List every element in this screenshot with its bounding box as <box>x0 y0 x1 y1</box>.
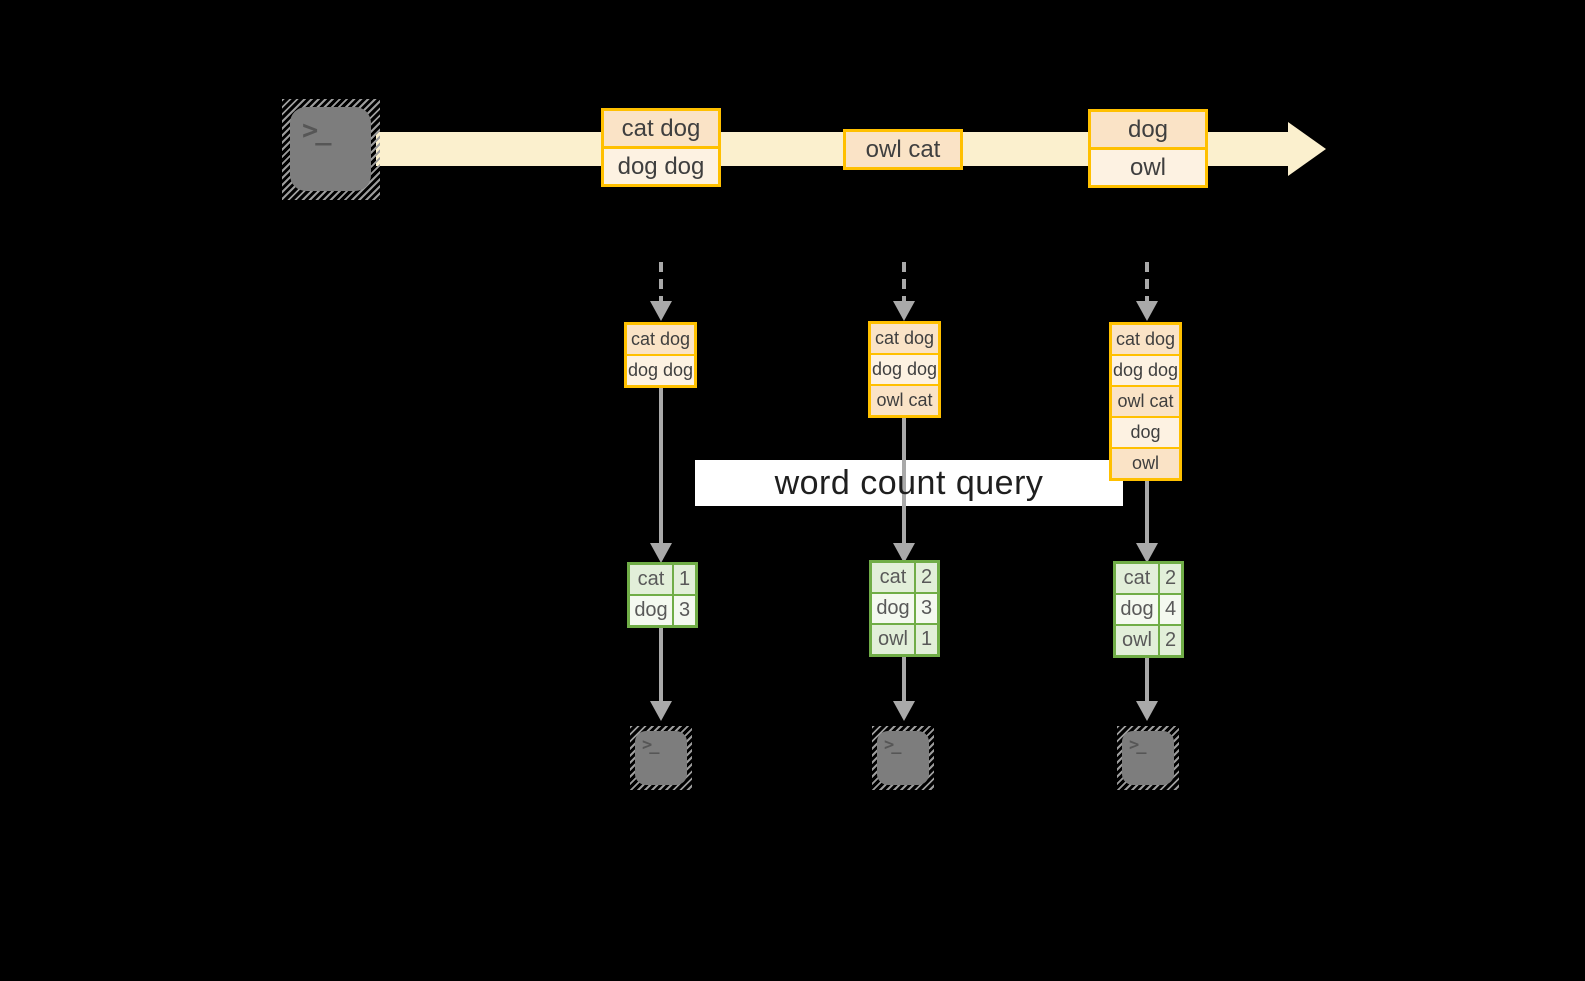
terminal-icon-body: >_ <box>1122 731 1174 785</box>
count-row: dog 3 <box>872 594 937 623</box>
output-arrow-line <box>902 657 906 702</box>
count-value: 4 <box>1160 595 1181 624</box>
count-row: owl 1 <box>872 625 937 654</box>
terminal-prompt-glyph: >_ <box>1129 735 1147 755</box>
dashed-arrow-line <box>659 262 663 302</box>
stream-event-text: dog <box>1091 112 1205 147</box>
terminal-prompt-glyph: >_ <box>642 735 660 755</box>
count-word: dog <box>1116 595 1158 624</box>
count-value: 2 <box>1160 626 1181 655</box>
count-table-3: cat 2 dog 4 owl 2 <box>1113 561 1184 658</box>
count-row: dog 3 <box>630 596 695 625</box>
sink-terminal-icon-2: >_ <box>872 726 934 790</box>
count-table-1: cat 1 dog 3 <box>627 562 698 628</box>
stream-event-text: dog dog <box>604 149 718 184</box>
input-buffer-box-2: cat dog dog dog owl cat <box>868 321 941 418</box>
query-arrow-head-icon <box>650 543 672 563</box>
count-table-2: cat 2 dog 3 owl 1 <box>869 560 940 657</box>
buffer-row: dog dog <box>1112 356 1179 385</box>
buffer-row: cat dog <box>1112 325 1179 354</box>
terminal-icon-body: >_ <box>877 731 929 785</box>
output-arrow-head-icon <box>893 701 915 721</box>
output-arrow-line <box>659 628 663 702</box>
count-word: cat <box>630 565 672 594</box>
dashed-arrow-line <box>902 262 906 302</box>
output-arrow-head-icon <box>650 701 672 721</box>
query-arrow-line <box>902 416 906 544</box>
count-value: 3 <box>916 594 937 623</box>
dashed-arrow-head-icon <box>1136 301 1158 321</box>
terminal-icon-body: >_ <box>290 107 371 191</box>
query-arrow-head-icon <box>1136 543 1158 563</box>
output-arrow-head-icon <box>1136 701 1158 721</box>
buffer-row: cat dog <box>871 324 938 353</box>
query-label-box: word count query <box>695 460 1123 506</box>
dashed-arrow-head-icon <box>893 301 915 321</box>
buffer-row: dog <box>1112 418 1179 447</box>
buffer-row: dog dog <box>871 355 938 384</box>
dashed-arrow-head-icon <box>650 301 672 321</box>
count-word: dog <box>630 596 672 625</box>
sink-terminal-icon-3: >_ <box>1117 726 1179 790</box>
output-arrow-line <box>1145 658 1149 702</box>
buffer-row: owl cat <box>1112 387 1179 416</box>
input-buffer-box-3: cat dog dog dog owl cat dog owl <box>1109 322 1182 481</box>
query-arrow-line <box>659 384 663 544</box>
stream-event-box-1: cat dog dog dog <box>601 108 721 187</box>
stream-event-text: owl cat <box>846 132 960 167</box>
terminal-icon-body: >_ <box>635 731 687 785</box>
terminal-prompt-glyph: >_ <box>302 115 331 146</box>
query-arrow-head-icon <box>893 543 915 563</box>
buffer-row: owl <box>1112 449 1179 478</box>
count-word: owl <box>1116 626 1158 655</box>
count-value: 3 <box>674 596 695 625</box>
query-label: word count query <box>774 463 1044 502</box>
count-row: dog 4 <box>1116 595 1181 624</box>
count-value: 1 <box>674 565 695 594</box>
count-row: cat 1 <box>630 565 695 594</box>
stream-event-text: cat dog <box>604 111 718 146</box>
buffer-row: dog dog <box>627 356 694 385</box>
count-word: cat <box>872 563 914 592</box>
count-value: 2 <box>1160 564 1181 593</box>
buffer-row: cat dog <box>627 325 694 354</box>
stream-event-text: owl <box>1091 150 1205 185</box>
dashed-arrow-line <box>1145 262 1149 302</box>
count-word: cat <box>1116 564 1158 593</box>
count-row: cat 2 <box>1116 564 1181 593</box>
stream-arrowhead-icon <box>1288 122 1326 176</box>
count-value: 2 <box>916 563 937 592</box>
count-word: dog <box>872 594 914 623</box>
stream-event-box-2: owl cat <box>843 129 963 170</box>
count-row: cat 2 <box>872 563 937 592</box>
input-buffer-box-1: cat dog dog dog <box>624 322 697 388</box>
count-word: owl <box>872 625 914 654</box>
sink-terminal-icon-1: >_ <box>630 726 692 790</box>
buffer-row: owl cat <box>871 386 938 415</box>
query-arrow-line <box>1145 479 1149 544</box>
source-terminal-icon: >_ <box>282 99 380 200</box>
count-value: 1 <box>916 625 937 654</box>
count-row: owl 2 <box>1116 626 1181 655</box>
terminal-prompt-glyph: >_ <box>884 735 902 755</box>
stream-event-box-3: dog owl <box>1088 109 1208 188</box>
